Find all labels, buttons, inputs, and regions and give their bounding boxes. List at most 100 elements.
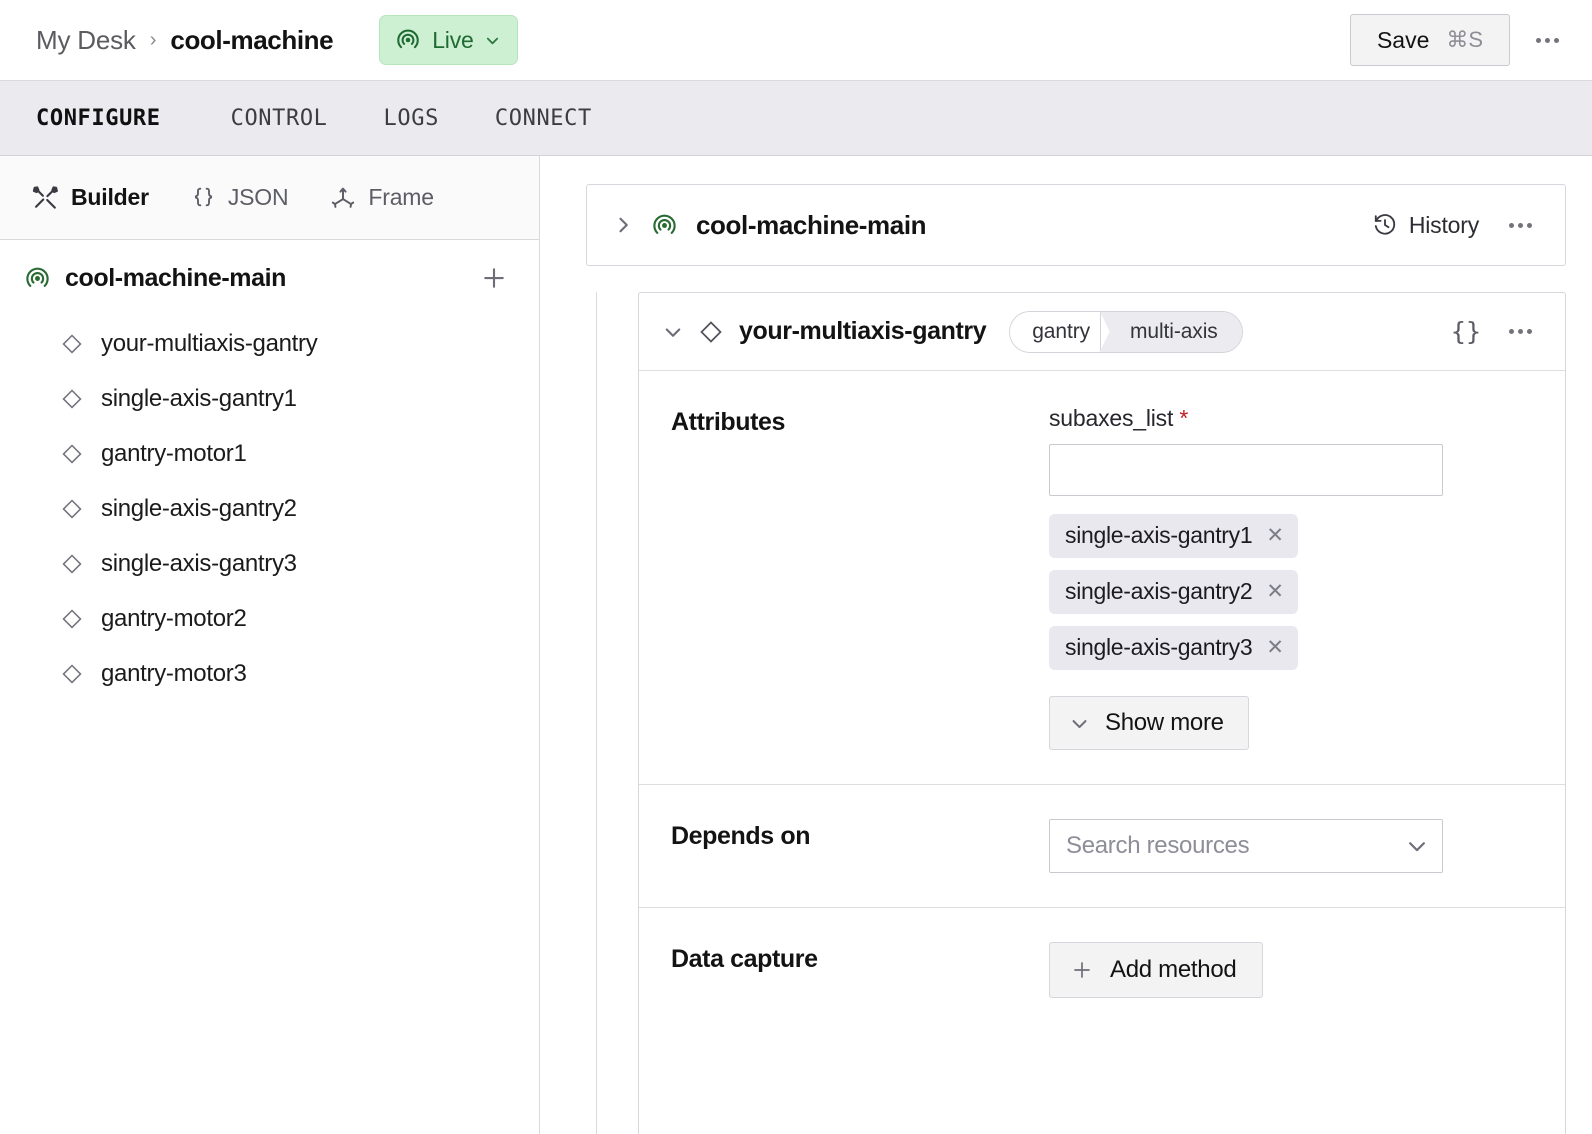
sidebar-item-your-multiaxis-gantry[interactable]: your-multiaxis-gantry <box>0 316 539 371</box>
show-more-button[interactable]: Show more <box>1049 696 1249 750</box>
diamond-icon <box>60 442 84 466</box>
chip-label: single-axis-gantry3 <box>1065 634 1253 660</box>
data-capture-row: Data capture Add method <box>639 908 1565 1032</box>
sidebar-tree-root[interactable]: cool-machine-main <box>0 240 539 316</box>
sidebar-item-single-axis-gantry1[interactable]: single-axis-gantry1 <box>0 371 539 426</box>
resource-card-actions: {} <box>1445 309 1543 355</box>
diamond-icon <box>60 497 84 521</box>
frame-axes-icon <box>330 185 356 211</box>
breadcrumb: My Desk › cool-machine <box>36 24 334 56</box>
sidebar-tab-builder-label: Builder <box>71 184 149 210</box>
subaxes-list-label: subaxes_list * <box>1049 405 1543 432</box>
diamond-icon <box>60 662 84 686</box>
close-icon[interactable]: ✕ <box>1266 636 1284 659</box>
subaxes-list-field-name: subaxes_list <box>1049 405 1174 431</box>
tab-logs[interactable]: LOGS <box>383 105 439 131</box>
machine-card-kebab-icon[interactable] <box>1497 202 1543 248</box>
machine-card-title: cool-machine-main <box>696 209 927 240</box>
sidebar-tab-builder[interactable]: Builder <box>32 184 191 211</box>
sidebar-item-label: gantry-motor2 <box>101 604 247 632</box>
sidebar-tree-root-label: cool-machine-main <box>65 263 287 292</box>
data-capture-body: Add method <box>1049 942 1543 998</box>
braces-icon[interactable]: {} <box>1450 317 1481 346</box>
sidebar-item-single-axis-gantry2[interactable]: single-axis-gantry2 <box>0 481 539 536</box>
resource-type-pill[interactable]: gantry multi-axis <box>1009 310 1243 353</box>
sidebar-tab-json[interactable]: JSON <box>191 184 331 211</box>
history-button-label: History <box>1408 211 1479 238</box>
live-status-dropdown[interactable]: Live <box>379 15 518 65</box>
chevron-down-icon[interactable] <box>663 322 683 342</box>
main-panel: cool-machine-main History <box>540 156 1592 1134</box>
breadcrumb-separator-icon: › <box>149 29 157 51</box>
sidebar-item-label: your-multiaxis-gantry <box>101 329 318 357</box>
resource-card-title: your-multiaxis-gantry <box>739 317 987 345</box>
depends-on-body: Search resources <box>1049 819 1543 873</box>
sidebar-tab-frame-label: Frame <box>368 184 434 210</box>
sidebar-item-label: single-axis-gantry3 <box>101 549 297 577</box>
sidebar-view-toolbar: Builder JSON <box>0 156 539 240</box>
depends-on-row: Depends on Search resources <box>639 785 1565 908</box>
save-shortcut-label: ⌘S <box>1446 27 1484 52</box>
tab-configure[interactable]: CONFIGURE <box>36 105 161 131</box>
depends-on-label: Depends on <box>671 822 811 850</box>
tools-icon <box>32 184 59 211</box>
tab-connect[interactable]: CONNECT <box>494 105 592 131</box>
sidebar-item-label: gantry-motor3 <box>101 659 247 687</box>
resource-card-your-multiaxis-gantry: your-multiaxis-gantry gantry multi-axis … <box>638 292 1566 1134</box>
sidebar: Builder JSON <box>0 156 540 1134</box>
attributes-row: Attributes subaxes_list * single-axis-ga… <box>639 371 1565 785</box>
required-marker: * <box>1179 405 1189 431</box>
sidebar-item-gantry-motor3[interactable]: gantry-motor3 <box>0 646 539 701</box>
plus-icon <box>1070 958 1094 982</box>
sidebar-item-label: single-axis-gantry2 <box>101 494 297 522</box>
top-bar: My Desk › cool-machine Live Save ⌘S <box>0 0 1592 80</box>
top-bar-actions: Save ⌘S <box>1350 14 1570 66</box>
chip-single-axis-gantry3[interactable]: single-axis-gantry3 ✕ <box>1049 626 1298 670</box>
search-resources-select[interactable]: Search resources <box>1049 819 1443 873</box>
sidebar-item-single-axis-gantry3[interactable]: single-axis-gantry3 <box>0 536 539 591</box>
close-icon[interactable]: ✕ <box>1266 580 1284 603</box>
sidebar-tab-json-label: JSON <box>227 184 289 210</box>
sidebar-item-gantry-motor2[interactable]: gantry-motor2 <box>0 591 539 646</box>
subaxes-list-input[interactable] <box>1049 444 1443 496</box>
history-clock-icon <box>1372 212 1398 238</box>
chip-single-axis-gantry1[interactable]: single-axis-gantry1 ✕ <box>1049 514 1298 558</box>
machine-card: cool-machine-main History <box>586 184 1566 266</box>
resource-tree-branch: your-multiaxis-gantry gantry multi-axis … <box>586 292 1566 1134</box>
machine-card-header[interactable]: cool-machine-main History <box>587 185 1565 265</box>
machine-signal-icon <box>651 212 678 239</box>
main-tab-bar: CONFIGURE CONTROL LOGS CONNECT <box>0 80 1592 156</box>
history-button[interactable]: History <box>1364 206 1487 245</box>
save-button[interactable]: Save ⌘S <box>1350 14 1510 66</box>
resource-type-model: multi-axis <box>1115 311 1242 352</box>
diamond-icon <box>60 332 84 356</box>
add-method-button[interactable]: Add method <box>1049 942 1264 998</box>
body-split: Builder JSON <box>0 156 1592 1134</box>
chip-label: single-axis-gantry2 <box>1065 578 1253 604</box>
chip-single-axis-gantry2[interactable]: single-axis-gantry2 ✕ <box>1049 570 1298 614</box>
resource-card-header[interactable]: your-multiaxis-gantry gantry multi-axis … <box>639 293 1565 371</box>
sidebar-item-label: single-axis-gantry1 <box>101 384 297 412</box>
attributes-body: subaxes_list * single-axis-gantry1 ✕ sin… <box>1049 405 1543 750</box>
live-status-label: Live <box>432 26 474 53</box>
machine-signal-icon <box>24 265 51 292</box>
machine-signal-icon <box>395 27 421 53</box>
resource-card-kebab-icon[interactable] <box>1497 309 1543 355</box>
sidebar-tab-frame[interactable]: Frame <box>330 184 475 211</box>
chevron-right-icon[interactable] <box>613 215 633 235</box>
chevron-down-icon <box>485 33 500 48</box>
braces-icon <box>191 185 216 210</box>
top-bar-kebab-icon[interactable] <box>1524 17 1570 63</box>
diamond-icon <box>60 387 84 411</box>
data-capture-label: Data capture <box>671 945 818 973</box>
chevron-down-icon <box>1070 714 1089 733</box>
close-icon[interactable]: ✕ <box>1266 524 1284 547</box>
tree-connector-line <box>586 292 638 1134</box>
breadcrumb-root-link[interactable]: My Desk <box>36 24 136 55</box>
sidebar-item-gantry-motor1[interactable]: gantry-motor1 <box>0 426 539 481</box>
pill-chevron-divider-icon <box>1099 311 1116 352</box>
tab-control[interactable]: CONTROL <box>230 105 328 131</box>
add-resource-plus-icon[interactable] <box>477 261 511 295</box>
chip-label: single-axis-gantry1 <box>1065 522 1253 548</box>
attributes-label: Attributes <box>671 408 786 436</box>
